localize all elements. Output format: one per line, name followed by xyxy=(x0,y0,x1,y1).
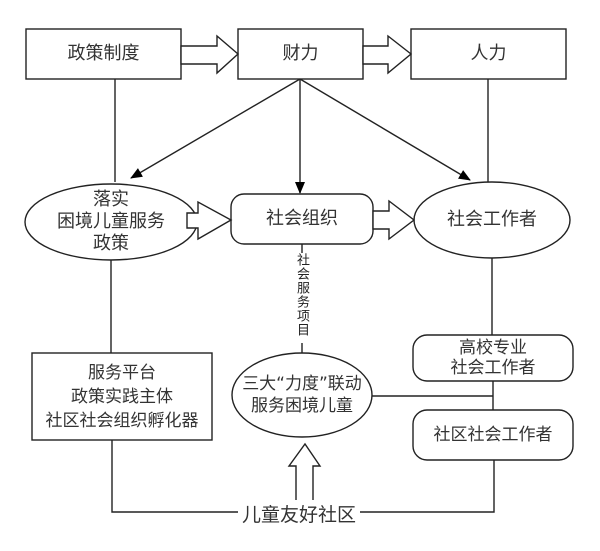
edge-label-social-service-project: 社会服务项目 xyxy=(294,253,309,343)
line-bottom-to-community-worker xyxy=(356,460,495,513)
hollow-arrow-finance-to-manpower xyxy=(362,34,413,75)
box-manpower xyxy=(410,28,567,80)
line-platform-to-bottom xyxy=(111,440,240,513)
label-platform: 服务平台 政策实践主体 社区社会组织孵化器 xyxy=(32,353,212,440)
arrow-finance-to-worker xyxy=(299,78,471,181)
label-manpower: 人力 xyxy=(470,43,507,64)
linkage-line-2: 服务困境儿童 xyxy=(251,396,353,416)
label-finance: 财力 xyxy=(282,43,319,64)
university-line-2: 社会工作者 xyxy=(450,358,536,378)
implement-line-3: 政策 xyxy=(93,233,129,254)
label-social-worker: 社会工作者 xyxy=(447,209,537,230)
box-finance xyxy=(237,28,364,80)
label-policy: 政策制度 xyxy=(67,43,140,64)
platform-line-2: 政策实践主体 xyxy=(71,386,173,407)
implement-line-2: 困境儿童服务 xyxy=(57,211,165,232)
hollow-arrow-community-to-linkage xyxy=(287,442,322,502)
label-community-worker: 社区社会工作者 xyxy=(433,425,553,445)
platform-line-3: 社区社会组织孵化器 xyxy=(45,410,199,431)
label-implement-policy: 落实 困境儿童服务 政策 xyxy=(25,184,197,260)
hollow-arrow-org-to-worker xyxy=(372,199,416,241)
hollow-arrow-implement-to-org xyxy=(186,200,233,241)
label-social-org: 社会组织 xyxy=(266,208,338,229)
label-linkage: 三大“力度”联动 服务困境儿童 xyxy=(232,353,372,437)
linkage-line-1: 三大“力度”联动 xyxy=(242,374,362,394)
label-child-friendly-community: 儿童友好社区 xyxy=(238,500,361,527)
implement-line-1: 落实 xyxy=(93,189,129,210)
hollow-arrow-policy-to-finance xyxy=(180,34,240,75)
label-university-worker: 高校专业 社会工作者 xyxy=(413,335,573,381)
university-line-1: 高校专业 xyxy=(459,338,527,358)
ellipse-linkage xyxy=(231,352,373,438)
arrow-finance-to-implement xyxy=(130,78,301,179)
box-policy xyxy=(25,28,182,80)
platform-line-1: 服务平台 xyxy=(88,362,156,383)
box-platform xyxy=(31,352,213,441)
